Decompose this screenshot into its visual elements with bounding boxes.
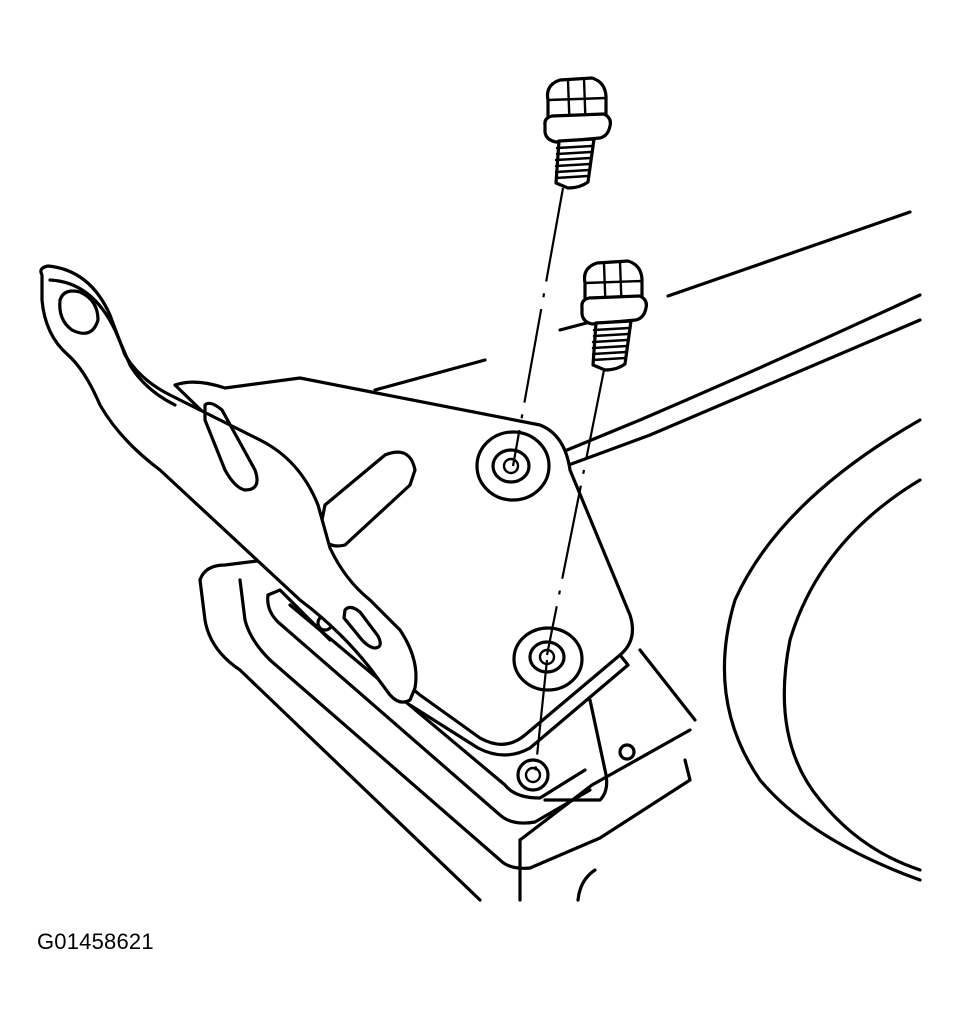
lower-mount [198,558,697,902]
figure-id-label: G01458621 [37,929,154,954]
alignment-lines [511,187,607,776]
bolt-lower [580,259,648,372]
bolt-upper [543,76,612,190]
frame-member [373,210,922,882]
strap-arm [39,264,418,704]
